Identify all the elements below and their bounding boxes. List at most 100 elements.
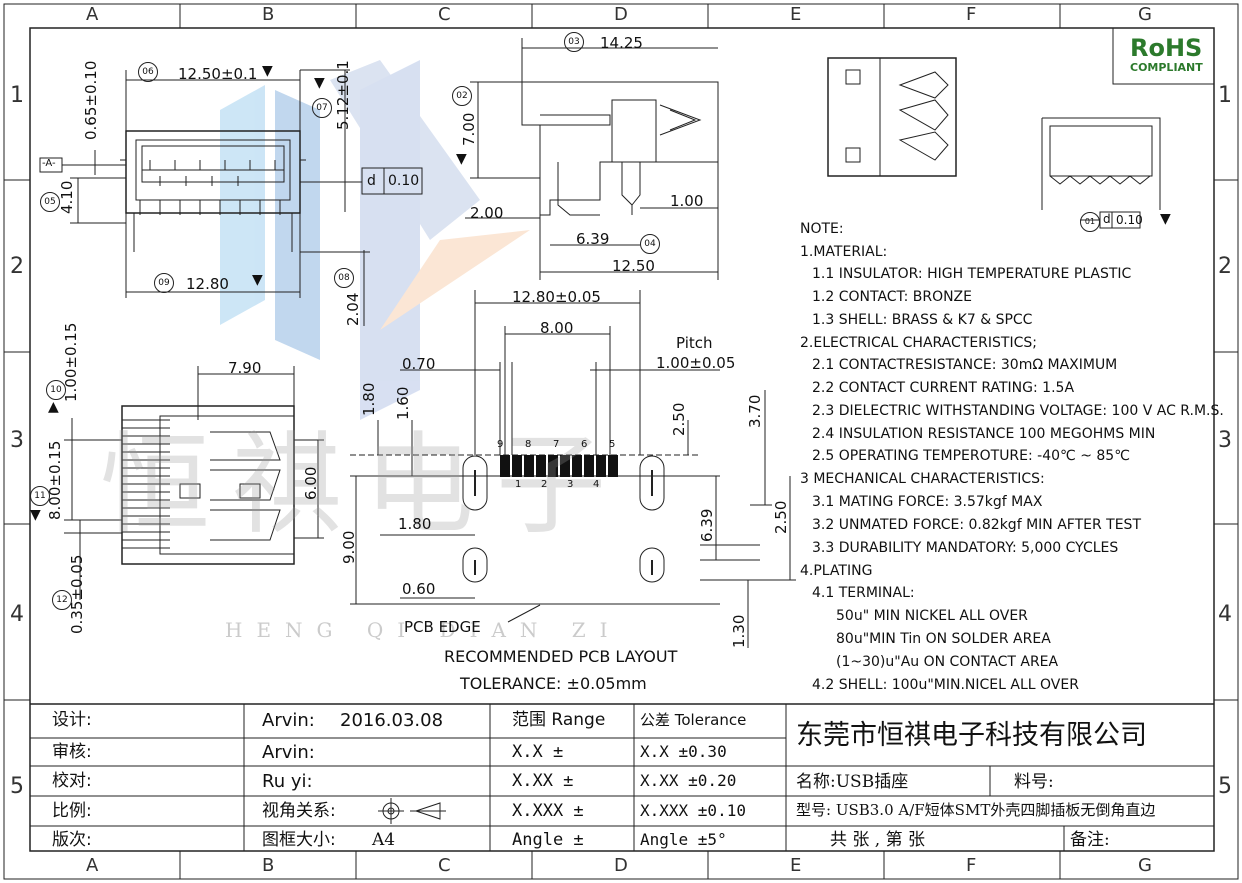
side-view-dims — [465, 38, 718, 273]
tb-tol-2: X.XXX ±0.10 — [640, 801, 746, 820]
note-line: 4.1 TERMINAL: — [812, 585, 915, 601]
callout-11: 11 — [30, 486, 50, 506]
triangle-icon-6: ▲ — [48, 399, 59, 415]
tb-sheets: 共 张 , 第 张 — [830, 830, 926, 850]
row-label-5-right: 5 — [1218, 774, 1232, 799]
col-label-d-bottom: D — [614, 855, 628, 876]
pin-label-7: 7 — [553, 439, 560, 450]
pcb-dim-1-60: 1.60 — [394, 386, 412, 420]
note-line: 3 MECHANICAL CHARACTERISTICS: — [800, 471, 1045, 487]
pcb-pads — [500, 455, 618, 477]
dim-7-90: 7.90 — [228, 359, 262, 377]
note-line: 3.2 UNMATED FORCE: 0.82kgf MIN AFTER TES… — [812, 517, 1141, 533]
rohs-box — [1112, 27, 1215, 85]
tb-check-label: 审核: — [52, 742, 92, 762]
col-label-b-bottom: B — [262, 855, 275, 876]
flatness-symbol-2: d — [1103, 212, 1111, 226]
watermark-en: HENG QI DIAN ZI — [225, 618, 622, 642]
pin-label-9: 9 — [497, 439, 504, 450]
tb-verify-label: 校对: — [52, 771, 92, 791]
note-line: 1.1 INSULATOR: HIGH TEMPERATURE PLASTIC — [812, 266, 1132, 282]
bottom-view — [121, 405, 295, 565]
dim-4-10: 4.10 — [58, 180, 76, 214]
triangle-icon: ▼ — [262, 63, 273, 79]
row-label-4: 4 — [10, 602, 24, 627]
tb-design-label: 设计: — [52, 710, 92, 730]
note-line: 3.1 MATING FORCE: 3.57kgf MAX — [812, 494, 1043, 510]
triangle-icon-7: ▼ — [30, 507, 41, 523]
inner-frame — [29, 27, 1215, 852]
col-label-c-bottom: C — [438, 855, 451, 876]
note-line: 4.PLATING — [800, 563, 873, 579]
note-line: 2.4 INSULATION RESISTANCE 100 MEGOHMS MI… — [812, 426, 1156, 442]
pcb-dim-12-80: 12.80±0.05 — [512, 288, 601, 306]
callout-08: 08 — [334, 268, 354, 288]
tb-range-header: 范围 Range — [512, 710, 606, 730]
pcb-dim-2-50-b: 2.50 — [772, 500, 790, 534]
tb-designer: Arvin: — [262, 710, 315, 731]
pcb-dims — [355, 302, 796, 648]
top-right-front — [827, 57, 957, 177]
pin-label-1: 1 — [515, 479, 522, 490]
front-view-dims — [39, 69, 423, 326]
callout-06: 06 — [138, 62, 158, 82]
callout-02: 02 — [452, 86, 472, 106]
pin-label-2: 2 — [541, 479, 548, 490]
col-label-f: F — [966, 4, 977, 25]
tb-remark: 备注: — [1070, 830, 1110, 850]
pcb-dim-9-00: 9.00 — [340, 530, 358, 564]
dim-12-50: 12.50±0.1 — [178, 65, 258, 83]
pcb-dim-8-00: 8.00 — [540, 319, 574, 337]
callout-09: 09 — [154, 273, 174, 293]
note-line: 2.2 CONTACT CURRENT RATING: 1.5A — [812, 380, 1075, 396]
tb-tol-3: Angle ±5° — [640, 830, 727, 849]
note-line: 4.2 SHELL: 100u"MIN.NICEL ALL OVER — [812, 677, 1079, 693]
tb-company: 东莞市恒祺电子科技有限公司 — [796, 720, 1147, 751]
flatness-symbol: d — [367, 173, 376, 189]
tb-tol-header: 公差 Tolerance — [640, 711, 747, 729]
pcb-dim-1-30: 1.30 — [730, 614, 748, 648]
dim-12-80: 12.80 — [186, 275, 229, 293]
tb-verifier: Ru yi: — [262, 771, 313, 792]
triangle-icon-4: ▼ — [456, 151, 467, 167]
grid-ticks — [4, 4, 1238, 879]
tb-range-1: X.XX ± — [512, 771, 574, 791]
dim-14-25: 14.25 — [600, 34, 643, 52]
col-label-g: G — [1138, 4, 1152, 25]
tb-range-2: X.XXX ± — [512, 801, 584, 821]
tb-scale-label: 比例: — [52, 801, 92, 821]
callout-10: 10 — [46, 380, 66, 400]
note-line: 50u" MIN NICKEL ALL OVER — [836, 608, 1028, 624]
flatness-value: 0.10 — [388, 173, 420, 189]
pcb-tolerance: TOLERANCE: ±0.05mm — [460, 674, 647, 693]
col-label-b: B — [262, 4, 275, 25]
pcb-dim-2-50-a: 2.50 — [670, 402, 688, 436]
pin-label-6: 6 — [581, 439, 588, 450]
pcb-layout-title: RECOMMENDED PCB LAYOUT — [444, 647, 678, 666]
col-label-f-bottom: F — [966, 855, 977, 876]
note-line: 2.5 OPERATING TEMPEROTURE: -40℃ ~ 85℃ — [812, 448, 1130, 464]
tb-tol-0: X.X ±0.30 — [640, 742, 727, 761]
pcb-dim-6-39: 6.39 — [698, 508, 716, 542]
triangle-icon-3: ▼ — [252, 272, 263, 288]
dim-6-00: 6.00 — [302, 466, 320, 500]
title-block-lines — [30, 703, 1214, 851]
col-label-e-bottom: E — [790, 855, 802, 876]
pcb-dim-0-70: 0.70 — [402, 355, 436, 373]
callout-07: 07 — [312, 98, 332, 118]
row-label-5: 5 — [10, 774, 24, 799]
note-line: 1.MATERIAL: — [800, 244, 888, 260]
dim-6-39: 6.39 — [576, 230, 610, 248]
rohs-logo-top: RoHS — [1130, 34, 1203, 62]
watermark-cn: 恒祺电子 — [100, 421, 628, 549]
triangle-icon-2: ▼ — [314, 75, 325, 91]
note-line: 1.3 SHELL: BRASS & K7 & SPCC — [812, 312, 1033, 328]
flatness-value-2: 0.10 — [1116, 213, 1143, 227]
pin-label-5: 5 — [609, 439, 616, 450]
dim-1-00-015: 1.00±0.15 — [62, 322, 80, 402]
col-label-d: D — [614, 4, 628, 25]
dim-0-65: 0.65±0.10 — [82, 60, 100, 140]
callout-01: 01 — [1080, 212, 1100, 232]
dim-7-00: 7.00 — [460, 112, 478, 146]
dim-5-12: 5.12±0.1 — [334, 60, 352, 130]
